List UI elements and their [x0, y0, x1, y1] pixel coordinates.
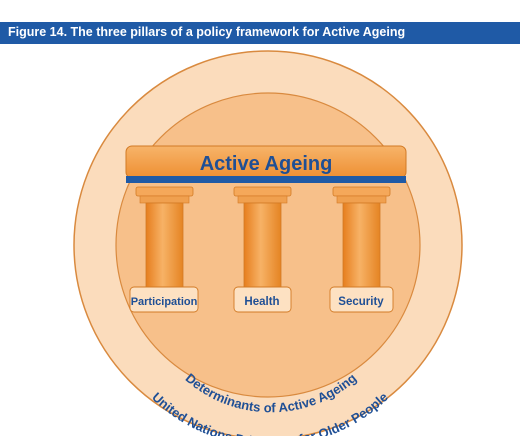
pillar-participation: Participation: [129, 186, 199, 313]
figure-title: Figure 14. The three pillars of a policy…: [8, 25, 406, 39]
pillar-label-health: Health: [244, 296, 279, 308]
pillar-label-security: Security: [338, 296, 384, 308]
roof-band: [126, 176, 406, 183]
pillar-security: Security: [329, 186, 394, 313]
figure-title-bar: Figure 14. The three pillars of a policy…: [0, 22, 520, 44]
pillar-health: Health: [233, 186, 292, 313]
roof-label: Active Ageing: [200, 153, 333, 175]
pillar-label-participation: Participation: [131, 296, 198, 308]
